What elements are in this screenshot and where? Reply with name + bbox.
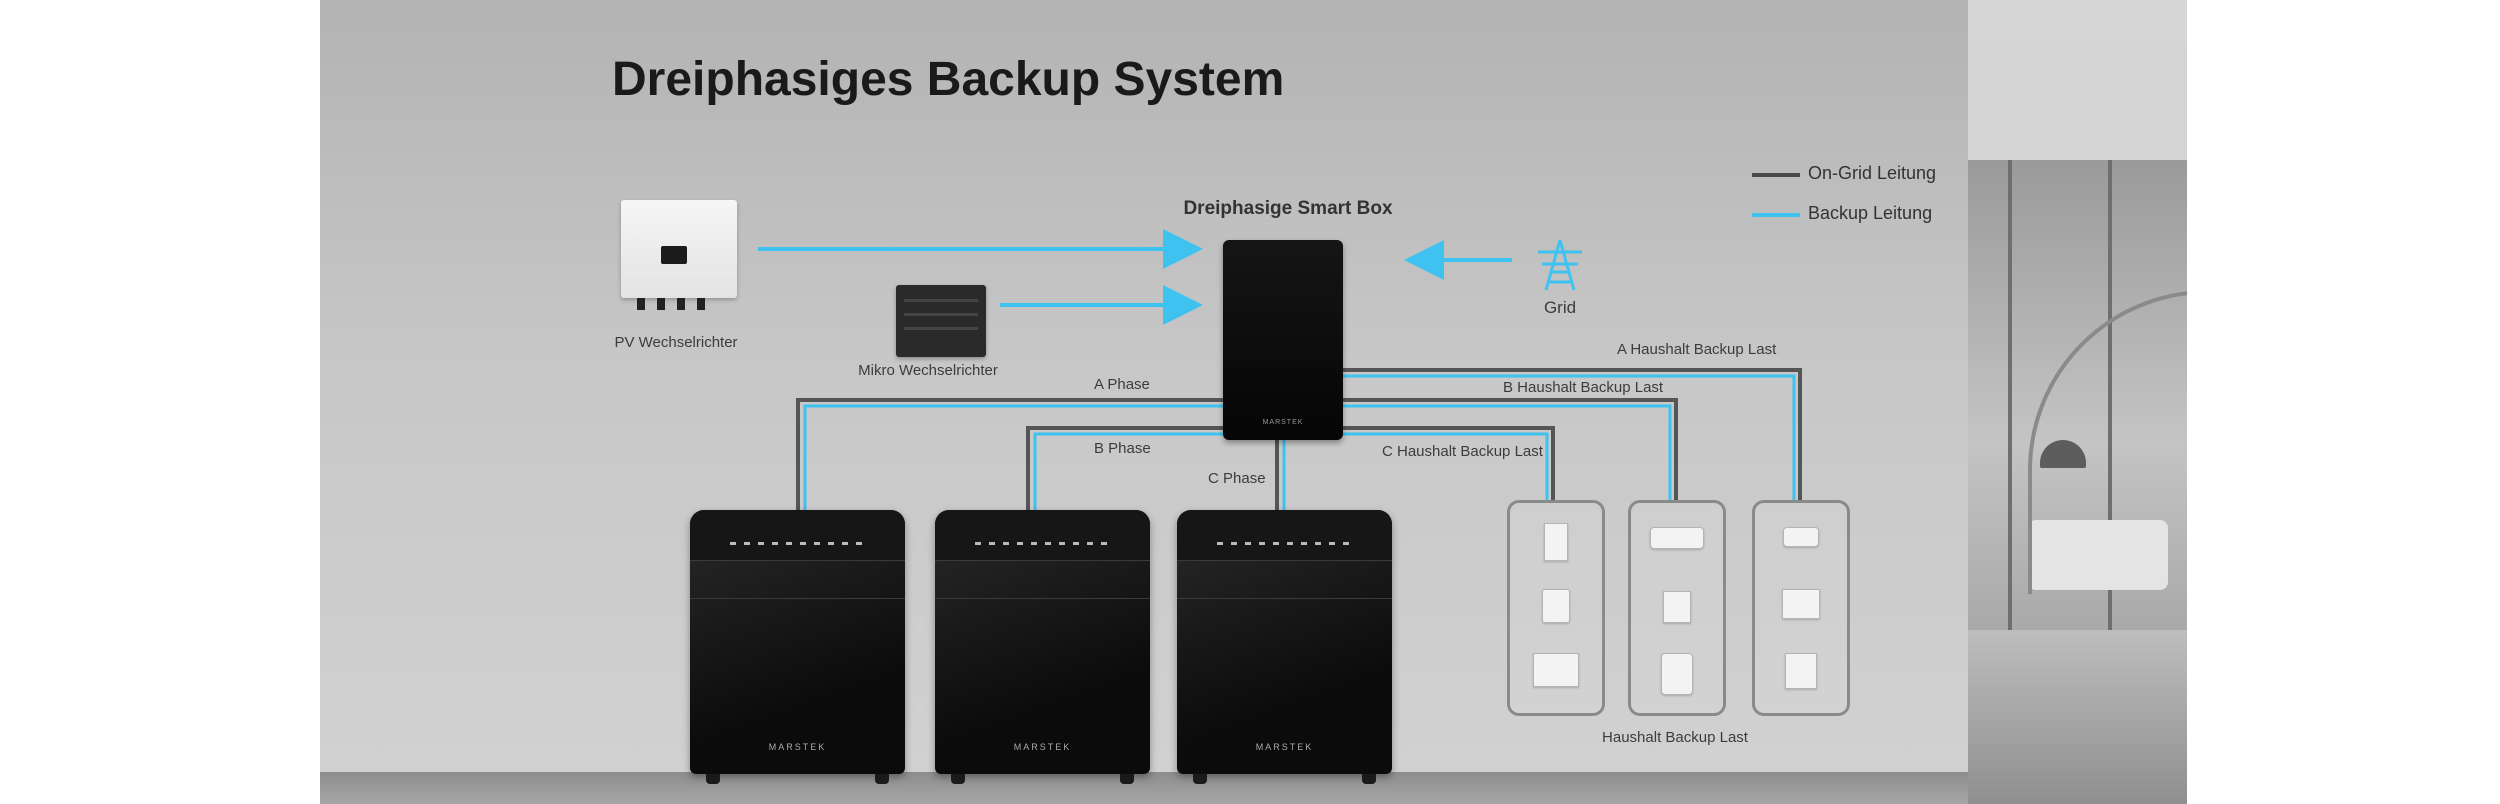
battery-foot	[1362, 774, 1376, 784]
router-icon	[1783, 527, 1819, 547]
micro-inverter-fin	[904, 299, 978, 302]
load-a-line	[1343, 368, 1802, 500]
battery-indicators	[730, 542, 865, 545]
air-conditioner-icon	[1650, 527, 1704, 549]
load-c-label: C Haushalt Backup Last	[1382, 443, 1543, 460]
power-tower-icon	[1538, 239, 1582, 291]
battery-foot	[706, 774, 720, 784]
legend-backup-label: Backup Leitung	[1808, 203, 1933, 223]
battery-foot	[951, 774, 965, 784]
battery-unit: MARSTEK	[1177, 510, 1392, 784]
smart-box: MARSTEK	[1223, 240, 1343, 440]
battery-top	[1177, 510, 1392, 561]
brand-logo: MARSTEK	[1013, 742, 1072, 752]
window-frame	[2008, 160, 2012, 630]
phase-a-label: A Phase	[1094, 376, 1150, 393]
phase-b-label: B Phase	[1094, 440, 1151, 457]
phase-c-label: C Phase	[1208, 470, 1266, 487]
load-panel-b	[1628, 500, 1726, 716]
floor	[1968, 630, 2187, 804]
load-panel-a	[1752, 500, 1850, 716]
tablet-icon	[1785, 653, 1817, 689]
diagram-title: Dreiphasiges Backup System	[612, 53, 1285, 106]
phase-b-line-backup	[1033, 432, 1223, 510]
intercom-icon	[1544, 523, 1568, 561]
battery-unit: MARSTEK	[690, 510, 905, 784]
battery-indicators	[1217, 542, 1352, 545]
washing-machine-icon	[1542, 589, 1570, 623]
battery-top	[690, 510, 905, 561]
load-a-label: A Haushalt Backup Last	[1617, 341, 1777, 358]
micro-inverter-fin	[904, 327, 978, 330]
load-c-line	[1343, 426, 1555, 500]
load-c-line-backup	[1343, 432, 1549, 500]
phase-b-line	[1026, 426, 1223, 510]
load-b-line-backup	[1343, 404, 1672, 500]
micro-inverter-fin	[904, 313, 978, 316]
brand-logo: MARSTEK	[1262, 419, 1304, 426]
load-group-label: Haushalt Backup Last	[1602, 729, 1748, 746]
legend-on-grid-swatch	[1752, 173, 1800, 177]
battery-foot	[875, 774, 889, 784]
pv-inverter-label: PV Wechselrichter	[614, 334, 738, 351]
microwave-icon	[1533, 653, 1579, 687]
living-room-backdrop	[1968, 0, 2187, 804]
battery-seam	[690, 598, 905, 599]
battery-foot	[1193, 774, 1207, 784]
legend-backup-swatch	[1752, 213, 1800, 217]
micro-inverter	[896, 285, 986, 357]
battery-seam	[935, 598, 1150, 599]
legend-on-grid-label: On-Grid Leitung	[1808, 163, 1937, 183]
battery-indicators	[975, 542, 1110, 545]
inverter-display	[661, 246, 687, 264]
socket-icon	[1663, 591, 1691, 623]
load-a-line-backup	[1343, 374, 1796, 500]
brand-logo: MARSTEK	[1255, 742, 1314, 752]
battery-top	[935, 510, 1150, 561]
battery-seam	[1177, 598, 1392, 599]
load-b-label: B Haushalt Backup Last	[1503, 379, 1664, 396]
phase-a-line	[796, 398, 1223, 510]
floor	[320, 772, 1968, 804]
monitor-icon	[1782, 589, 1820, 619]
battery-unit: MARSTEK	[935, 510, 1150, 784]
micro-inverter-label: Mikro Wechselrichter	[858, 362, 998, 379]
grid-label: Grid	[1543, 298, 1577, 317]
inverter-connectors	[637, 298, 717, 310]
load-b-line	[1343, 398, 1678, 500]
load-panel-c	[1507, 500, 1605, 716]
smart-box-label: Dreiphasige Smart Box	[1183, 198, 1393, 219]
brand-logo: MARSTEK	[768, 742, 827, 752]
pv-inverter	[621, 200, 737, 310]
battery-foot	[1120, 774, 1134, 784]
phase-a-line-backup	[803, 404, 1223, 510]
water-heater-icon	[1661, 653, 1693, 695]
